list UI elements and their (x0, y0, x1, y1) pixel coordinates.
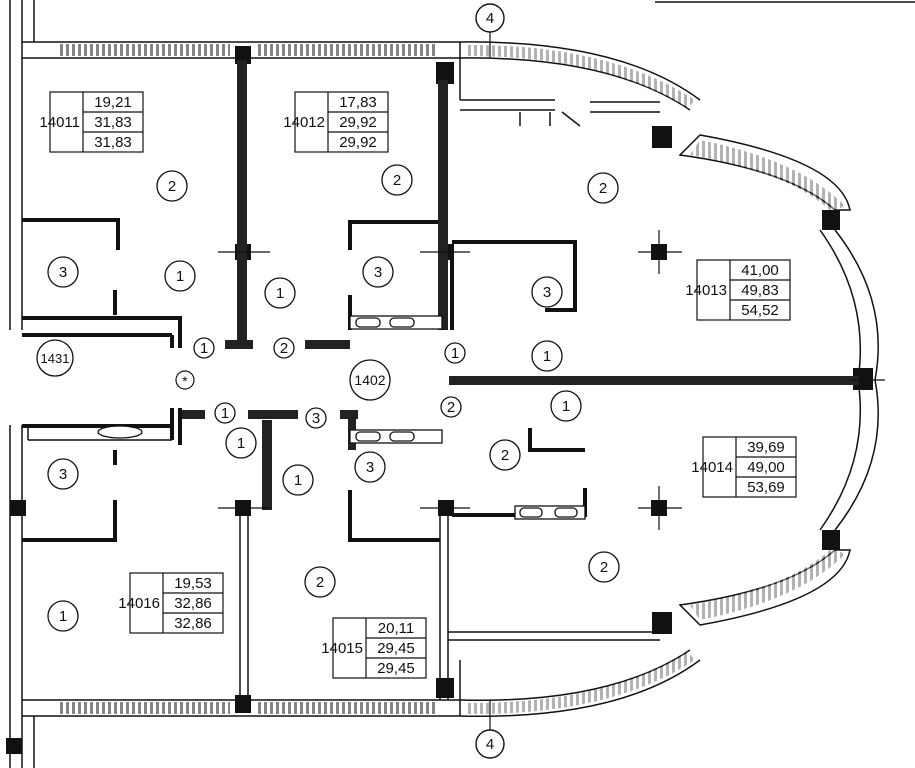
svg-text:4: 4 (486, 10, 494, 27)
room-number-text: 2 (447, 399, 455, 416)
room-number-marker: 3 (47, 458, 79, 490)
living-area-value: 20,11 (378, 620, 414, 637)
room-number-text: 1 (200, 340, 208, 357)
unit-id: 14011 (39, 114, 80, 131)
total-area-value: 29,45 (377, 640, 415, 657)
room-number-text: 1 (176, 268, 184, 285)
gross-area-value: 31,83 (94, 134, 132, 151)
room-number-marker: 1 (225, 427, 257, 459)
room-number-marker: 1 (550, 390, 582, 422)
room-number-text: 2 (600, 559, 608, 576)
room-number-text: 3 (366, 459, 374, 476)
room-number-marker: 2 (587, 172, 619, 204)
room-number-marker: 3 (305, 407, 327, 429)
corridor-label: 1402 (349, 359, 391, 401)
unit-area-table: 14014 39,69 49,00 53,69 (691, 436, 797, 498)
living-area-value: 41,00 (741, 262, 779, 279)
room-number-marker: 1 (47, 600, 79, 632)
room-number-marker: 2 (588, 551, 620, 583)
room-number-text: 3 (543, 284, 551, 301)
room-number-marker: 1 (193, 337, 215, 359)
total-area-value: 31,83 (94, 114, 132, 131)
living-area-value: 39,69 (747, 439, 785, 456)
svg-text:4: 4 (486, 736, 494, 753)
axis-marker-bottom: 4 (475, 729, 505, 759)
room-number-text: 2 (280, 340, 288, 357)
gross-area-value: 53,69 (747, 479, 785, 496)
living-area-value: 17,83 (339, 94, 377, 111)
plumbing-fixtures (97, 315, 586, 520)
room-number-marker: 1 (444, 342, 466, 364)
room-number-text: 3 (374, 264, 382, 281)
room-number-text: 2 (599, 180, 607, 197)
room-number-marker: 2 (273, 337, 295, 359)
svg-text:1431: 1431 (41, 351, 70, 366)
room-number-text: 1 (276, 285, 284, 302)
room-number-marker: 2 (440, 396, 462, 418)
room-number-text: 1 (59, 608, 67, 625)
total-area-value: 29,92 (339, 114, 377, 131)
unit-area-table: 14012 17,83 29,92 29,92 (283, 91, 389, 153)
gross-area-value: 54,52 (741, 302, 779, 319)
room-number-marker: 2 (156, 170, 188, 202)
room-number-marker: 3 (47, 256, 79, 288)
total-area-value: 32,86 (174, 595, 212, 612)
unit-area-table: 14015 20,11 29,45 29,45 (321, 617, 427, 679)
room-number-marker: 2 (489, 439, 521, 471)
gross-area-value: 29,92 (339, 134, 377, 151)
svg-text:1402: 1402 (354, 372, 385, 388)
living-area-value: 19,53 (174, 575, 212, 592)
room-number-text: 1 (221, 405, 229, 422)
room-number-text: 3 (312, 410, 320, 427)
room-number-text: 1 (237, 435, 245, 452)
living-area-value: 19,21 (94, 94, 132, 111)
room-number-marker: 2 (381, 164, 413, 196)
room-number-text: 3 (59, 264, 67, 281)
room-number-marker: 2 (304, 566, 336, 598)
room-number-text: 1 (562, 398, 570, 415)
unit-area-table: 14016 19,53 32,86 32,86 (118, 572, 224, 634)
room-number-text: 1 (451, 345, 459, 362)
room-number-text: 1 (294, 472, 302, 489)
room-number-text: 2 (501, 447, 509, 464)
room-number-text: 3 (59, 466, 67, 483)
gross-area-value: 32,86 (174, 615, 212, 632)
total-area-value: 49,00 (747, 459, 785, 476)
asterisk-marker: * (175, 370, 195, 390)
unit-id: 14013 (685, 282, 727, 299)
unit-id: 14015 (321, 640, 363, 657)
unit-area-tables: 14011 19,21 31,83 31,83 14012 17,83 29,92 29,92… (39, 91, 797, 679)
room-number-marker: 3 (531, 276, 563, 308)
room-number-marker: 1 (164, 260, 196, 292)
total-area-value: 49,83 (741, 282, 779, 299)
unit-area-table: 14013 41,00 49,83 54,52 (685, 259, 791, 321)
unit-area-table: 14011 19,21 31,83 31,83 (39, 91, 144, 153)
gross-area-value: 29,45 (377, 660, 415, 677)
room-number-text: 2 (393, 172, 401, 189)
room-number-marker: 1 (214, 402, 236, 424)
room-number-marker: 1 (531, 340, 563, 372)
unit-id: 14012 (283, 114, 325, 131)
unit-id: 14016 (118, 595, 160, 612)
stair-label: 1431 (36, 339, 74, 377)
room-number-marker: 1 (282, 464, 314, 496)
room-number-text: 2 (316, 574, 324, 591)
room-number-marker: 3 (362, 256, 394, 288)
thin-walls (22, 218, 587, 542)
room-number-text: 2 (168, 178, 176, 195)
thin-lines (27, 99, 660, 700)
center-marks (218, 30, 885, 730)
room-number-text: 1 (543, 348, 551, 365)
unit-id: 14014 (691, 459, 733, 476)
svg-text:*: * (182, 373, 188, 389)
axis-marker-top: 4 (475, 3, 505, 33)
room-number-marker: 1 (264, 277, 296, 309)
facade-hatch (60, 44, 845, 715)
room-number-marker: 3 (354, 451, 386, 483)
